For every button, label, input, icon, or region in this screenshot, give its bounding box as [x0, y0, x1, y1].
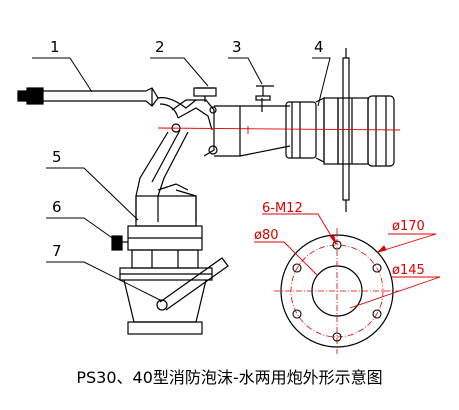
leader-3 — [228, 57, 263, 85]
callout-5: 5 — [52, 148, 62, 166]
callout-7: 7 — [52, 242, 62, 260]
barrel — [214, 48, 395, 212]
base — [119, 257, 229, 335]
inner-dia-label: ø80 — [254, 228, 279, 243]
callout-4: 4 — [314, 38, 324, 56]
leader-5 — [46, 167, 139, 221]
bolt-circle-label: ø145 — [392, 263, 425, 278]
callout-2: 2 — [155, 38, 165, 56]
leader-7 — [46, 261, 161, 301]
leader-4 — [312, 57, 331, 107]
diagram-caption: PS30、40型消防泡沫-水两用炮外形示意图 — [76, 368, 383, 387]
callout-1: 1 — [50, 38, 60, 56]
leader-1 — [32, 57, 93, 93]
leader-6 — [46, 217, 119, 243]
foam-pipe — [17, 87, 159, 107]
axis-line — [157, 127, 401, 131]
upper-elbow — [157, 87, 218, 157]
leader-2 — [150, 57, 209, 87]
flange-view: 6-M12 ø80 ø170 ø145 — [254, 201, 441, 354]
bolt-hole — [372, 263, 382, 273]
bolt-hole — [332, 332, 342, 342]
callout-6: 6 — [52, 198, 62, 216]
arm — [135, 129, 197, 227]
bolt-hole — [292, 263, 302, 273]
bolts-label: 6-M12 — [262, 201, 303, 216]
turret — [111, 225, 203, 269]
bolt-hole — [332, 240, 342, 250]
bolt-hole — [292, 309, 302, 319]
callout-3: 3 — [232, 38, 242, 56]
bolt-hole — [372, 309, 382, 319]
outer-dia-label: ø170 — [392, 219, 425, 234]
